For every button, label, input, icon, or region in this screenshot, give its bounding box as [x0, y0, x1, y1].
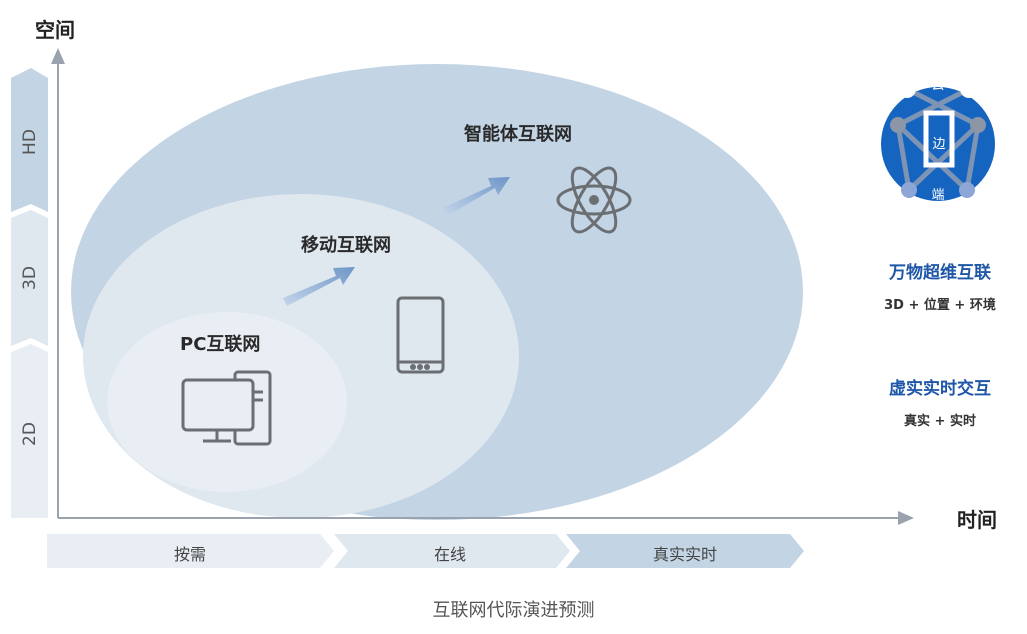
cloud-node-left	[898, 80, 916, 98]
stage-chevron-3	[566, 534, 804, 568]
era-label-pc: PC互联网	[180, 334, 261, 355]
cloud-node-right	[960, 80, 978, 98]
cloud-label: 云	[931, 78, 944, 93]
stage-bar	[47, 534, 804, 568]
progress-arrow-icon-2	[443, 177, 510, 216]
y-axis-arrow-icon	[51, 48, 65, 64]
stage-chevron-1	[47, 534, 334, 568]
figure-caption: 互联网代际演进预测	[432, 600, 595, 621]
stage-label-on-demand: 按需	[173, 545, 206, 564]
device-label: 端	[931, 188, 944, 203]
evolution-diagram	[51, 48, 914, 525]
dimension-segment-2d	[11, 344, 48, 518]
edge-node-left	[890, 117, 906, 133]
era-label-intelligent: 智能体互联网	[464, 124, 572, 145]
feature-subtitle-hyperdimensional: 3D + 位置 + 环境	[884, 298, 996, 313]
feature-title-hyperdimensional: 万物超维互联	[889, 263, 991, 283]
edge-box	[923, 110, 955, 168]
device-node-right	[959, 182, 975, 198]
dimension-bar	[11, 68, 48, 518]
x-axis-label: 时间	[957, 508, 997, 532]
dimension-segment-hd	[11, 68, 48, 212]
edge-node-right	[970, 117, 986, 133]
feature-title-realtime-interaction: 虚实实时交互	[889, 379, 991, 399]
mobile-phone-icon	[396, 296, 445, 374]
badge-background	[881, 87, 995, 201]
device-node-left	[901, 182, 917, 198]
era-label-mobile: 移动互联网	[301, 235, 391, 256]
stage-label-real-time: 真实实时	[652, 545, 717, 564]
y-axis-label: 空间	[35, 18, 75, 42]
edge-label: 边	[932, 137, 945, 152]
atom-icon	[556, 166, 632, 234]
x-axis-arrow-icon	[898, 511, 914, 525]
dimension-segment-3d	[11, 210, 48, 346]
pc-icon	[181, 370, 272, 446]
progress-arrow-icon-1	[283, 267, 355, 306]
feature-subtitle-realtime-interaction: 真实 + 实时	[904, 414, 976, 429]
cloud-edge-device-badge: 云 边 端	[881, 78, 995, 203]
stage-chevron-2	[334, 534, 570, 568]
stage-label-online: 在线	[433, 545, 466, 564]
